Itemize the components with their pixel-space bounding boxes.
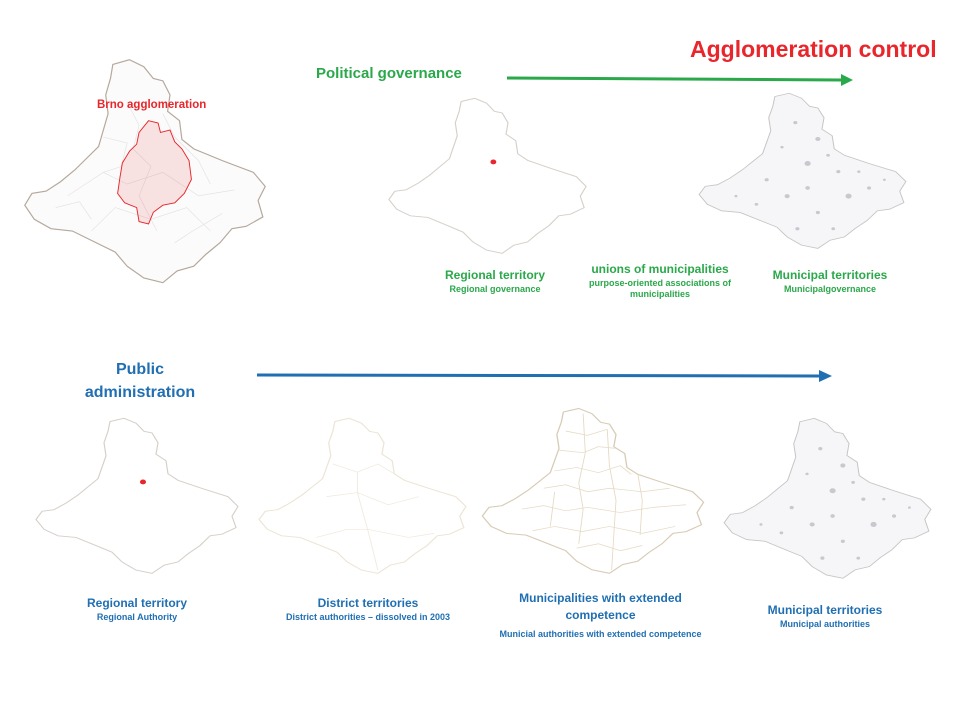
political-governance-heading: Political governance — [316, 65, 462, 82]
public-municipal-caption: Municipal territories Municipal authorit… — [767, 603, 883, 629]
public-municipal-map — [723, 417, 932, 579]
brno-region-map — [24, 59, 266, 284]
political-municipal-caption: Municipal territories Municipalgovernanc… — [772, 268, 888, 294]
public-extended-caption: Municipalities with extended competence … — [499, 591, 702, 639]
public-district-map — [258, 417, 467, 574]
political-unions-caption: unions of municipalities purpose-oriente… — [588, 262, 732, 299]
main-title: Agglomeration control — [690, 36, 937, 62]
regional-seat-dot — [140, 479, 146, 485]
political-municipal-map — [698, 92, 907, 249]
public-regional-map — [35, 417, 239, 574]
political-regional-caption: Regional territory Regional governance — [444, 268, 546, 294]
political-regional-map — [388, 97, 587, 254]
political-governance-arrow — [506, 74, 853, 86]
public-administration-arrow — [256, 370, 832, 382]
public-extended-map — [481, 407, 705, 574]
brno-agglomeration-label: Brno agglomeration — [97, 99, 207, 111]
regional-seat-dot — [490, 159, 497, 165]
public-administration-heading: Public administration — [84, 361, 196, 401]
public-regional-caption: Regional territory Regional Authority — [86, 596, 188, 622]
public-district-caption: District territories District authoritie… — [285, 596, 451, 622]
